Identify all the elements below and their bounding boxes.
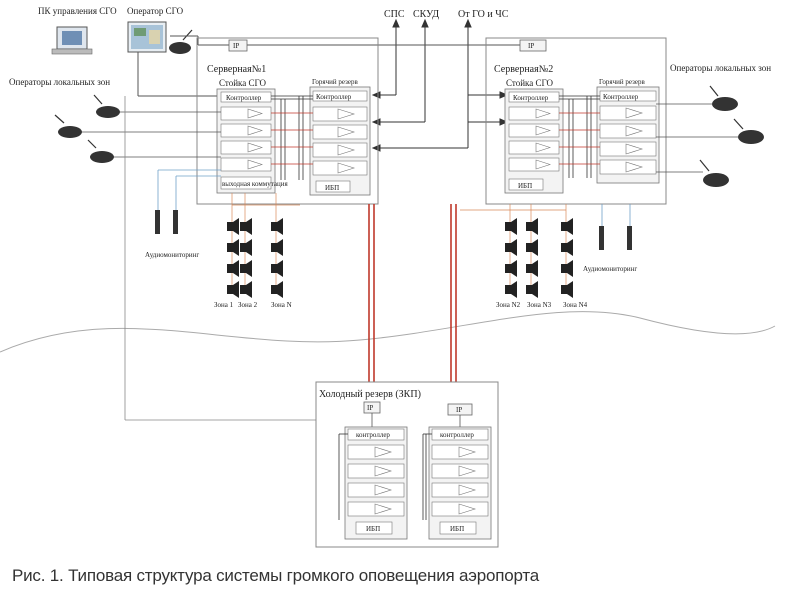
cold-ip-links bbox=[371, 413, 461, 427]
server1-red-links bbox=[271, 112, 313, 165]
diagram: ПК управления СГО Оператор СГО СПС СКУД … bbox=[0, 6, 776, 548]
left-zone-speaker-icons bbox=[227, 218, 283, 298]
pk-sgo-label: ПК управления СГО bbox=[38, 6, 117, 16]
go-chs-label: От ГО и ЧС bbox=[458, 9, 509, 20]
sps-label: СПС bbox=[384, 9, 405, 20]
external-signal-lines bbox=[371, 18, 509, 152]
left-zone-label-2: Зона 2 bbox=[238, 301, 258, 309]
right-zone-label-2: Зона N3 bbox=[527, 301, 552, 309]
cold-controller-label-2: контроллер bbox=[440, 431, 474, 439]
server1-ups-label: ИБП bbox=[325, 184, 339, 192]
server1-hot-rack bbox=[309, 86, 371, 196]
left-zone-label-3: Зона N bbox=[271, 301, 292, 309]
server1-ups-box bbox=[315, 180, 351, 193]
server2-ip-label: IP bbox=[528, 42, 534, 50]
right-audiomonitor-icons bbox=[599, 226, 632, 250]
cold-amplifiers-1 bbox=[347, 444, 405, 517]
left-audiomonitoring-label: Аудиомониторинг bbox=[145, 251, 199, 259]
cold-ups-label-1: ИБП bbox=[366, 525, 380, 533]
left-audiomonitor-icons bbox=[155, 210, 178, 234]
cold-ups-box-2 bbox=[439, 521, 477, 535]
server2-ip-box bbox=[519, 39, 547, 52]
right-audiomonitoring-label: Аудиомониторинг bbox=[583, 265, 637, 273]
cold-controller-label-1: контроллер bbox=[356, 431, 390, 439]
left-zone-label-1: Зона 1 bbox=[214, 301, 234, 309]
left-zone-wiring bbox=[231, 193, 300, 292]
cold-ip-label-2: IP bbox=[456, 406, 462, 414]
server2-title: Серверная№2 bbox=[494, 64, 553, 75]
server1-title: Серверная№1 bbox=[207, 64, 266, 75]
right-zone-label-1: Зона N2 bbox=[496, 301, 521, 309]
right-operator-microphone-icon-3 bbox=[699, 159, 729, 187]
server2-hot-amplifiers bbox=[599, 105, 657, 175]
cold-controller-box-1 bbox=[347, 428, 405, 441]
server2-room bbox=[485, 37, 667, 205]
server2-ups-box bbox=[508, 178, 544, 191]
cold-reserve-network-line bbox=[124, 96, 316, 421]
left-operator-lines bbox=[82, 111, 221, 158]
cold-reserve-title: Холодный резерв (ЗКП) bbox=[319, 389, 421, 400]
right-operator-microphone-icon-2 bbox=[733, 118, 764, 144]
server1-rack-label: Стойка СГО bbox=[219, 78, 266, 88]
cold-ups-label-2: ИБП bbox=[450, 525, 464, 533]
operator-sgo-workstation-icon bbox=[127, 21, 167, 53]
right-zone-speaker-icons bbox=[505, 218, 573, 298]
cold-amplifiers-2 bbox=[431, 444, 489, 517]
right-operator-microphone-icon-1 bbox=[709, 85, 738, 111]
operator-sgo-label: Оператор СГО bbox=[127, 6, 184, 16]
right-operators-title: Операторы локальных зон bbox=[670, 63, 771, 73]
server1-output-switch bbox=[220, 176, 272, 190]
left-operator-microphone-icon-2 bbox=[54, 114, 82, 138]
left-operators-title: Операторы локальных зон bbox=[9, 77, 110, 87]
server2-controller-box bbox=[508, 91, 560, 103]
right-operator-lines bbox=[656, 103, 738, 173]
server2-amplifiers bbox=[508, 106, 560, 172]
cold-ups-box-1 bbox=[355, 521, 393, 535]
cold-rack-side-links bbox=[338, 433, 432, 520]
left-operator-microphone-icon-1 bbox=[93, 94, 120, 118]
server2-hot-reserve-label: Горячий резерв bbox=[599, 78, 645, 86]
server2-controller2-label: Контроллер bbox=[603, 93, 639, 101]
floor-divider-curve bbox=[0, 311, 776, 353]
server2-controller-label: Контроллер bbox=[513, 94, 549, 102]
server1-controller-box bbox=[220, 91, 272, 103]
server2-ups-label: ИБП bbox=[518, 182, 532, 190]
server1-ip-label: IP bbox=[233, 42, 239, 50]
server1-crosslinks bbox=[271, 95, 313, 180]
server2-crosslinks bbox=[559, 95, 600, 178]
operator-sgo-microphone-icon bbox=[169, 29, 193, 54]
server1-controller-label: Контроллер bbox=[226, 94, 262, 102]
server1-output-switch-label: выходная коммутация bbox=[222, 180, 288, 188]
server1-hot-reserve-label: Горячий резерв bbox=[312, 78, 358, 86]
left-blue-lines bbox=[157, 169, 221, 210]
server2-red-links bbox=[559, 112, 600, 165]
left-operator-microphone-icon-3 bbox=[87, 139, 114, 163]
pk-sgo-computer-icon bbox=[51, 26, 93, 55]
cold-ip-label-1: IP bbox=[367, 404, 373, 412]
cold-reserve-trunk-lines bbox=[368, 204, 457, 382]
server1-controller2-label: Контроллер bbox=[316, 93, 352, 101]
right-zone-label-3: Зона N4 bbox=[563, 301, 588, 309]
server1-hot-amplifiers bbox=[312, 106, 368, 176]
skud-label: СКУД bbox=[413, 9, 439, 20]
right-blue-lines bbox=[601, 204, 631, 226]
figure-caption: Рис. 1. Типовая структура системы громко… bbox=[12, 566, 540, 585]
cold-reserve-room bbox=[315, 381, 499, 548]
server2-rack-label: Стойка СГО bbox=[506, 78, 553, 88]
ip-network-link bbox=[137, 35, 520, 97]
server1-ip-box bbox=[228, 39, 248, 52]
server1-room bbox=[196, 37, 379, 205]
server1-amplifiers bbox=[220, 106, 272, 172]
cold-controller-box-2 bbox=[431, 428, 489, 441]
